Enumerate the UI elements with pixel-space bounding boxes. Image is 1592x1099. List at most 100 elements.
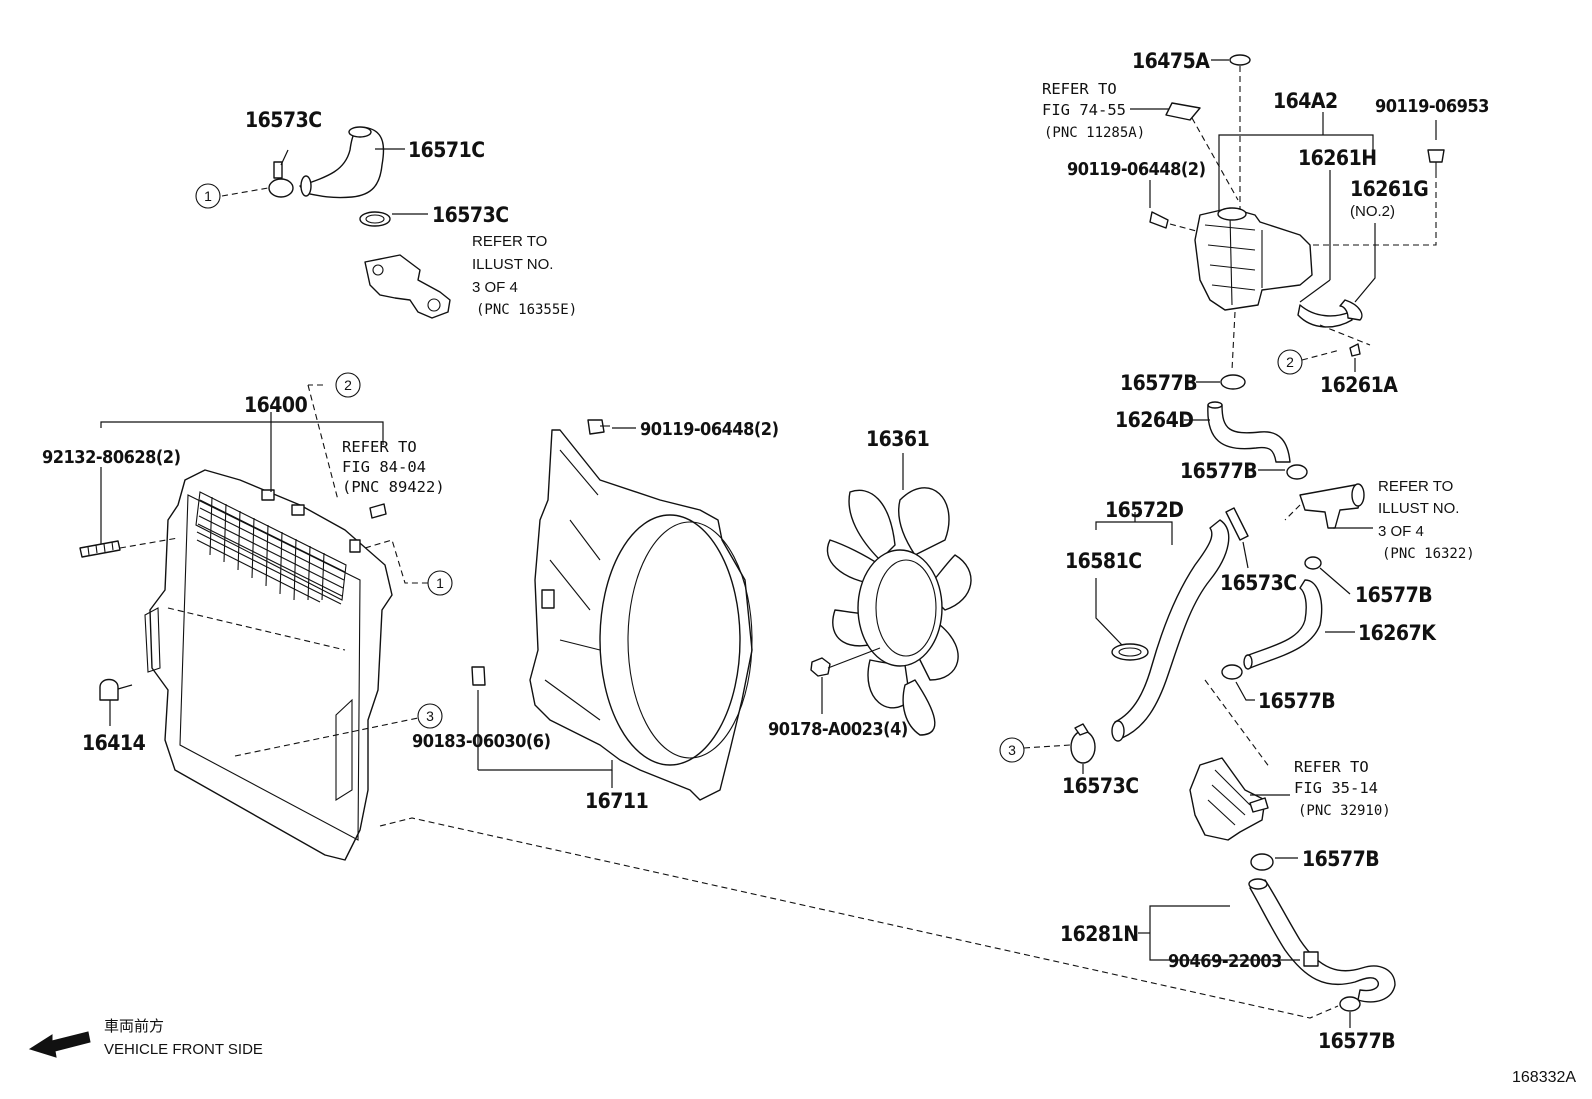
svg-text:REFER TO: REFER TO xyxy=(1378,478,1453,495)
svg-text:3: 3 xyxy=(426,708,434,724)
label-16400: 16400 xyxy=(244,393,308,417)
callout-3-radiator: 3 xyxy=(417,703,443,729)
clamp-16581c xyxy=(1111,643,1149,661)
svg-text:3 OF 4: 3 OF 4 xyxy=(472,279,518,296)
clamp-16577b-e xyxy=(1250,853,1274,871)
clip-90183 xyxy=(471,666,486,686)
bolt-90119-06953 xyxy=(1427,149,1445,178)
radiator-core-grid xyxy=(196,496,346,605)
vehicle-front-arrow-icon xyxy=(28,1031,91,1058)
cap-16475a xyxy=(1229,54,1251,66)
svg-text:(PNC 11285A): (PNC 11285A) xyxy=(1044,125,1145,141)
radiator-16400 xyxy=(144,469,393,861)
hose-16572d xyxy=(1111,519,1230,742)
svg-text:(PNC 16322): (PNC 16322) xyxy=(1382,546,1475,562)
label-16571c: 16571C xyxy=(408,138,485,162)
svg-text:2: 2 xyxy=(1286,354,1294,370)
label-16572d: 16572D xyxy=(1105,498,1183,522)
water-outlet-16355e xyxy=(364,254,451,319)
ref-89422: REFER TO FIG 84-04 (PNC 89422) xyxy=(342,438,445,496)
label-16711: 16711 xyxy=(585,789,648,813)
pipe-16322 xyxy=(1299,483,1365,529)
callout-2-radiator: 2 xyxy=(335,372,361,398)
bushing-16414 xyxy=(99,678,133,701)
ref-16322: REFER TO ILLUST NO. 3 OF 4 (PNC 16322) xyxy=(1378,478,1475,562)
svg-text:FIG 84-04: FIG 84-04 xyxy=(342,458,426,476)
label-16577b-c: 16577B xyxy=(1355,583,1432,607)
clamp-16573c-a xyxy=(268,161,294,198)
callout-1-radiator: 1 xyxy=(427,570,453,596)
callout-1-top: 1 xyxy=(195,183,221,209)
label-16577b-b: 16577B xyxy=(1180,459,1257,483)
svg-text:REFER TO: REFER TO xyxy=(472,233,547,250)
label-16261g-sub: (NO.2) xyxy=(1350,203,1395,220)
svg-text:(PNC 32910): (PNC 32910) xyxy=(1298,803,1391,819)
fan-16361 xyxy=(826,487,972,736)
svg-text:FIG 74-55: FIG 74-55 xyxy=(1042,101,1126,119)
svg-text:ILLUST NO.: ILLUST NO. xyxy=(1378,500,1459,517)
clamp-16573c-c xyxy=(1225,507,1249,541)
clamp-16577b-b xyxy=(1286,464,1308,480)
svg-text:REFER TO: REFER TO xyxy=(1042,80,1117,98)
label-90183: 90183-06030(6) xyxy=(412,731,551,752)
svg-text:FIG 35-14: FIG 35-14 xyxy=(1294,779,1378,797)
label-16581c: 16581C xyxy=(1065,549,1142,573)
svg-text:REFER TO: REFER TO xyxy=(342,438,417,456)
label-90119-06448-shroud: 90119-06448(2) xyxy=(640,419,779,440)
label-16577b-a: 16577B xyxy=(1120,371,1197,395)
label-90178: 90178-A0023(4) xyxy=(768,719,908,740)
bolt-90119-shroud xyxy=(587,419,610,435)
label-16361: 16361 xyxy=(866,427,929,451)
clamp-16577b-d xyxy=(1221,664,1243,680)
label-16577b-d: 16577B xyxy=(1258,689,1335,713)
ref-32910: REFER TO FIG 35-14 (PNC 32910) xyxy=(1294,758,1391,819)
label-164a2: 164A2 xyxy=(1273,89,1338,113)
fan-shroud-16711 xyxy=(529,429,753,801)
label-16281n: 16281N xyxy=(1060,922,1139,946)
svg-text:2: 2 xyxy=(344,377,352,393)
clamp-16573c-d xyxy=(1070,723,1096,764)
svg-text:1: 1 xyxy=(436,575,444,591)
diagram-id: 168332A xyxy=(1512,1069,1576,1086)
svg-text:REFER TO: REFER TO xyxy=(1294,758,1369,776)
ref-16355e: REFER TO ILLUST NO. 3 OF 4 (PNC 16355E) xyxy=(472,233,577,318)
svg-text:(PNC 16355E): (PNC 16355E) xyxy=(476,302,577,318)
label-90469: 90469-22003 xyxy=(1168,951,1282,972)
nut-90178 xyxy=(810,657,831,677)
clip-90469 xyxy=(1303,951,1319,967)
label-90119-06953: 90119-06953 xyxy=(1375,96,1489,117)
front-label-en: VEHICLE FRONT SIDE xyxy=(104,1041,263,1058)
label-16261h: 16261H xyxy=(1298,146,1377,170)
clip-16261a xyxy=(1349,343,1361,357)
label-16573c-b: 16573C xyxy=(432,203,509,227)
sensor-89422 xyxy=(369,503,387,519)
label-tag-11285a xyxy=(1165,102,1201,121)
label-16261a: 16261A xyxy=(1320,373,1398,397)
oil-cooler-32910 xyxy=(1189,757,1269,841)
clamp-16577b-a xyxy=(1220,374,1246,390)
hose-16261h xyxy=(1297,299,1363,328)
svg-text:1: 1 xyxy=(204,188,212,204)
label-16264d: 16264D xyxy=(1115,408,1193,432)
label-16573c-a: 16573C xyxy=(245,108,322,132)
label-92132: 92132-80628(2) xyxy=(42,447,181,468)
label-16573c-d: 16573C xyxy=(1062,774,1139,798)
svg-text:3: 3 xyxy=(1008,742,1016,758)
label-90119-06448-reservoir: 90119-06448(2) xyxy=(1067,159,1206,180)
label-16577b-e: 16577B xyxy=(1302,847,1379,871)
label-16267k: 16267K xyxy=(1358,621,1437,645)
hose-16264d xyxy=(1207,401,1291,463)
callout-2-reservoir: 2 xyxy=(1277,349,1303,375)
label-16577b-f: 16577B xyxy=(1318,1029,1395,1053)
hose-16571c xyxy=(299,126,385,199)
ref-11285a: REFER TO FIG 74-55 (PNC 11285A) xyxy=(1042,80,1145,141)
clamp-16577b-c xyxy=(1304,556,1322,570)
hose-16281n xyxy=(1248,878,1396,1003)
svg-text:(PNC 89422): (PNC 89422) xyxy=(342,478,445,496)
stud-92132 xyxy=(79,540,121,558)
clamp-16573c-b xyxy=(359,211,391,227)
label-16573c-c: 16573C xyxy=(1220,571,1297,595)
reservoir-164a2 xyxy=(1194,207,1313,311)
